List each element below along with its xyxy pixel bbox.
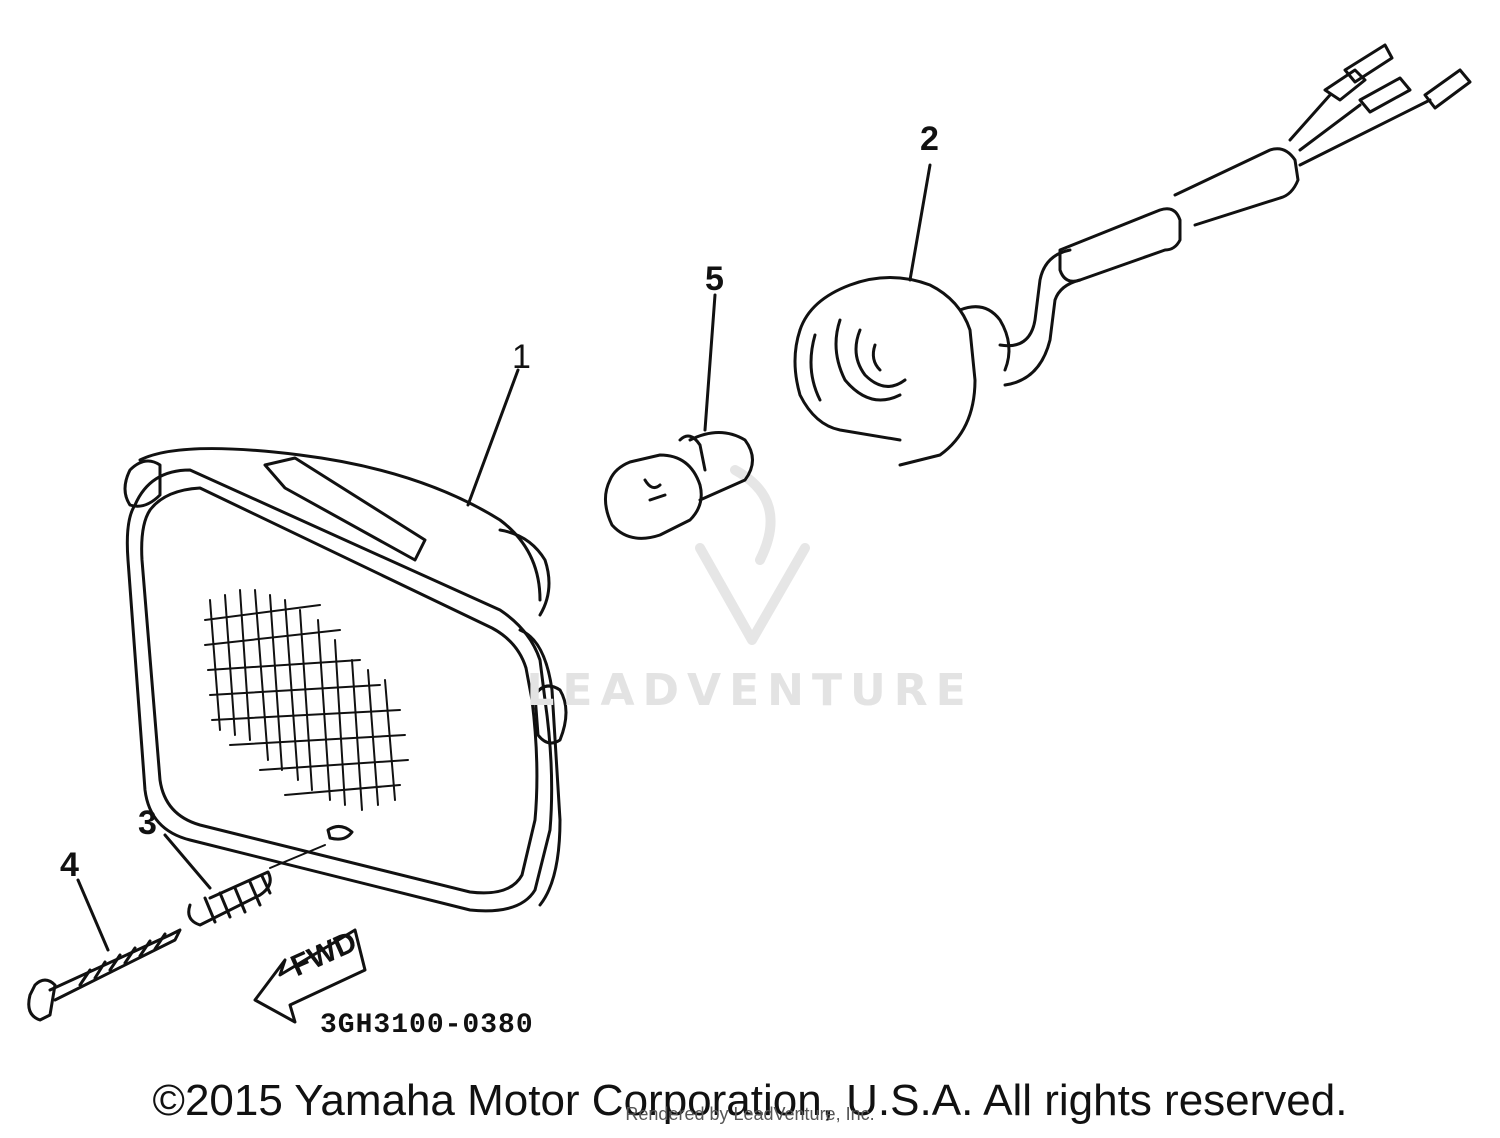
leader-line-1 <box>466 368 520 507</box>
screw <box>27 928 182 1022</box>
leader-line-3 <box>163 833 212 890</box>
socket-cord <box>793 43 1472 467</box>
diagram-part-code: 3GH3100-0380 <box>320 1010 534 1041</box>
callout-part-2: 2 <box>920 120 939 158</box>
rendered-by-notice: Rendered by LeadVenture, Inc. <box>625 1104 875 1124</box>
callout-part-1: 1 <box>512 338 531 376</box>
spring <box>187 870 272 927</box>
copyright-notice: ©2015 Yamaha Motor Corporation, U.S.A. A… <box>152 1076 1348 1125</box>
lens-pattern <box>204 589 409 811</box>
leader-line-2 <box>908 163 932 282</box>
headlight-unit <box>123 447 568 913</box>
leader-line-5 <box>703 293 717 432</box>
watermark-text: LEADVENTURE <box>526 665 974 716</box>
bulb <box>604 431 754 540</box>
callout-part-5: 5 <box>705 260 724 298</box>
fwd-arrow <box>253 928 367 1024</box>
leader-line-4 <box>76 878 110 952</box>
callout-part-4: 4 <box>60 846 79 884</box>
watermark-logo <box>695 465 810 645</box>
adjust-line <box>269 844 326 869</box>
callout-part-3: 3 <box>138 804 157 842</box>
